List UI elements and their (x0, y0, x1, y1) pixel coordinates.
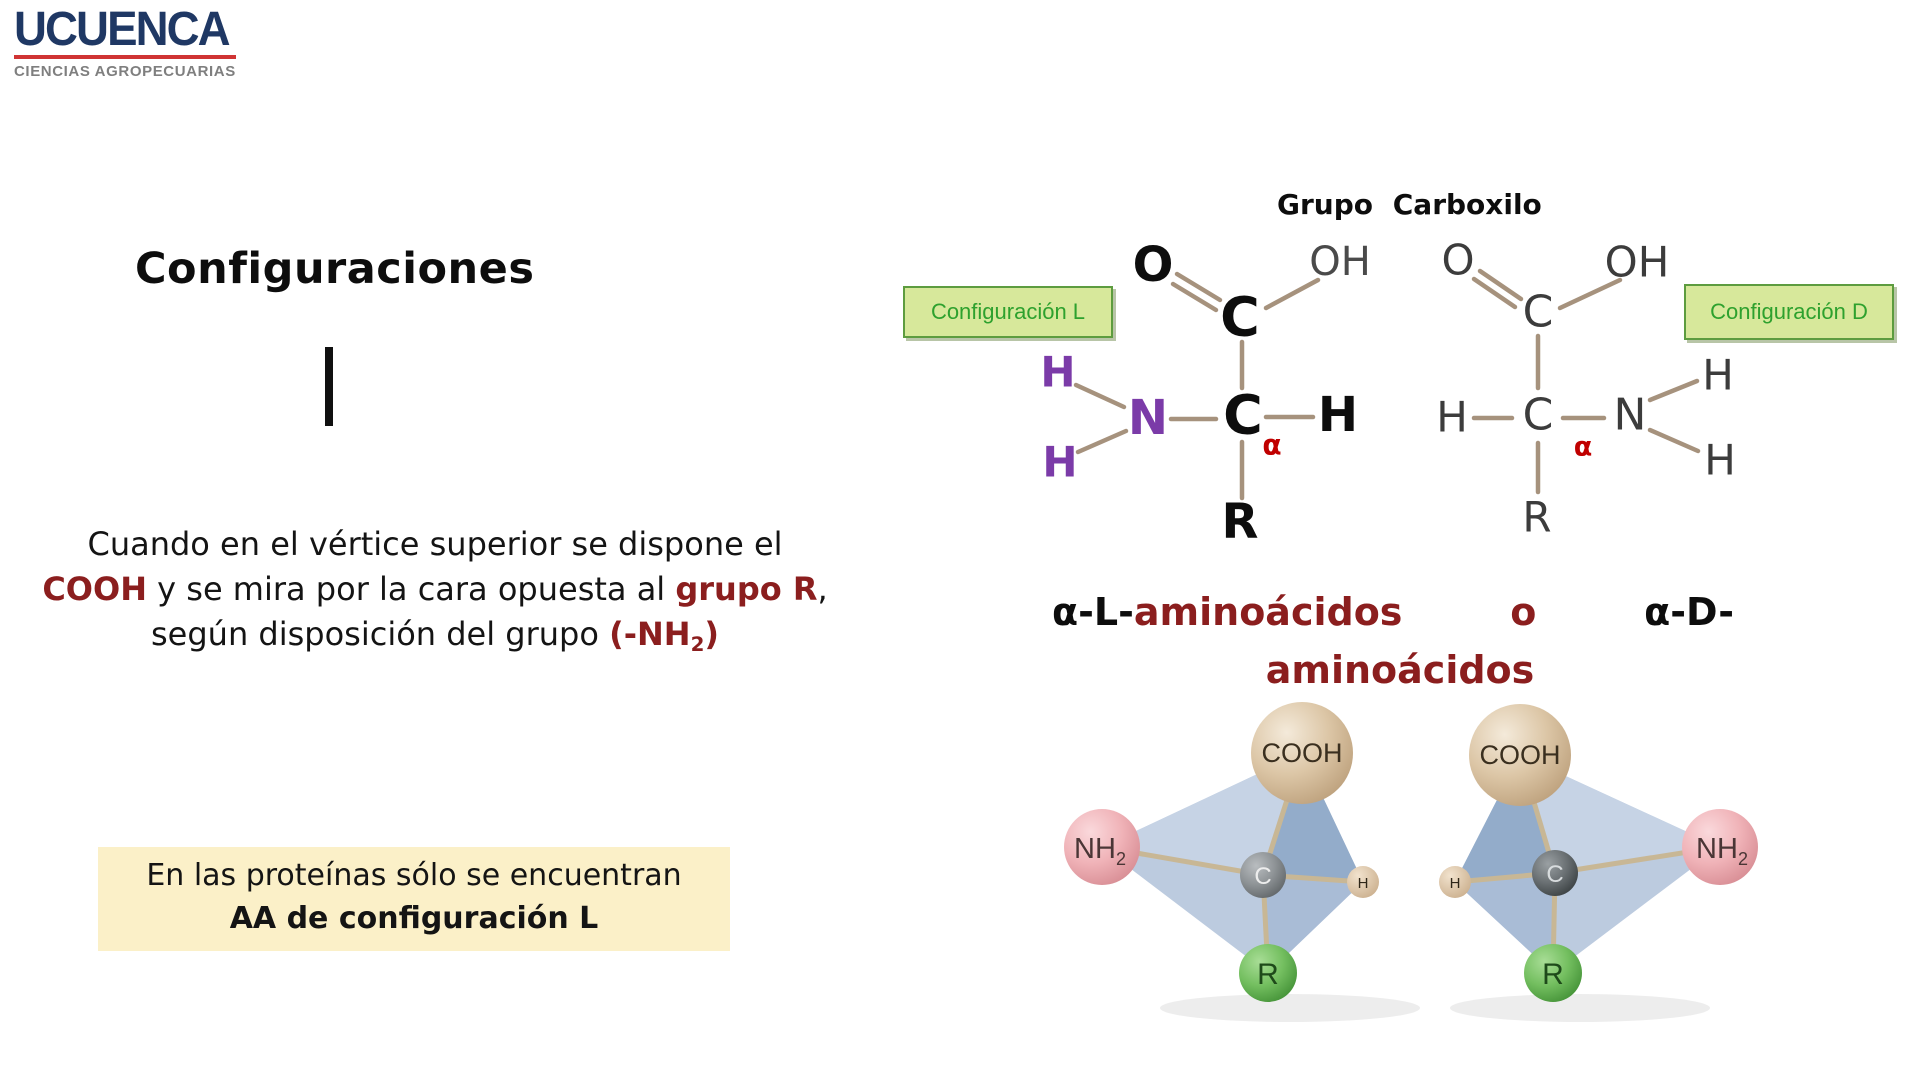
highlight-cooh: COOH (42, 570, 147, 608)
body-paragraph: Cuando en el vértice superior se dispone… (5, 522, 865, 667)
configuracion-d-box: Configuración D (1684, 284, 1894, 340)
paragraph-line1: Cuando en el vértice superior se dispone… (87, 525, 783, 563)
atom-h-left: H (1436, 392, 1468, 442)
model-shadow (1160, 994, 1420, 1022)
sphere-cooh (1469, 704, 1571, 806)
atom-c-carboxyl: C (1522, 286, 1554, 338)
logo-subtitle: CIENCIAS AGROPECUARIAS (14, 63, 236, 80)
tetrahedron-faces (1455, 755, 1720, 973)
atom-h-top: H (1040, 347, 1076, 397)
vertical-bar (325, 347, 333, 426)
alpha-label: α (1262, 428, 1282, 462)
atom-oh: OH (1604, 237, 1670, 287)
label-r: R (1542, 958, 1564, 991)
sphere-c (1532, 850, 1578, 896)
sphere-cooh (1251, 702, 1353, 804)
atom-c-alpha: C (1522, 389, 1554, 441)
note-line1: En las proteínas sólo se encuentran (146, 858, 682, 893)
caption-alpha-l: α-L-aminoácidos (1052, 590, 1403, 634)
structure-d-bonds (1471, 268, 1701, 495)
logo-title: UCUENCA (14, 3, 231, 56)
structure-l-bonds (1073, 271, 1321, 501)
caption-line2: aminoácidos (1265, 648, 1535, 692)
label-h: H (1450, 875, 1461, 892)
sphere-c (1240, 852, 1286, 898)
model-shadow (1450, 994, 1710, 1022)
atom-o: O (1132, 237, 1174, 293)
sphere-h (1347, 866, 1379, 898)
atom-h-bottom: H (1042, 437, 1078, 487)
atom-c-alpha: C (1223, 383, 1263, 447)
tetrahedron-model-l: COOH NH2 C H R (1064, 702, 1420, 1022)
label-c: C (1254, 863, 1271, 890)
caption-alpha-d: α-D- (1644, 590, 1734, 634)
sphere-nh2 (1682, 809, 1758, 885)
slide-title: Configuraciones (135, 244, 535, 294)
atom-h-top: H (1702, 350, 1734, 400)
structure-l-diagram: O OH C C α H N H H R (1020, 230, 1380, 560)
label-h: H (1358, 875, 1369, 892)
label-cooh: COOH (1480, 740, 1561, 770)
label-r: R (1257, 958, 1279, 991)
highlight-nh2: (-NH2) (609, 615, 719, 656)
caption-line1: α-L-aminoácidos o α-D- (1052, 590, 1734, 634)
logo-underline (14, 55, 236, 59)
atom-o: O (1441, 235, 1475, 285)
atom-h-bottom: H (1704, 435, 1736, 485)
note-box: En las proteínas sólo se encuentran AA d… (98, 847, 730, 951)
sphere-nh2 (1064, 809, 1140, 885)
configuracion-l-label: Configuración L (930, 299, 1086, 324)
label-c: C (1546, 861, 1563, 888)
atom-n: N (1127, 390, 1169, 446)
grupo-carboxilo-label: Grupo Carboxilo (1277, 188, 1542, 221)
label-nh2: NH2 (1074, 833, 1126, 869)
caption-o: o (1510, 590, 1537, 634)
atom-n: N (1613, 389, 1647, 441)
ucuenca-logo: UCUENCA CIENCIAS AGROPECUARIAS (14, 6, 240, 80)
atom-r: R (1522, 492, 1552, 542)
configuracion-l-box: Configuración L (903, 286, 1113, 338)
note-line2: AA de configuración L (229, 901, 599, 936)
tetrahedron-model-d: COOH NH2 C H R (1439, 704, 1758, 1022)
paragraph-line2: COOH y se mira por la cara opuesta al gr… (42, 570, 828, 608)
label-nh2: NH2 (1696, 833, 1748, 869)
atom-c-carboxyl: C (1220, 285, 1260, 349)
configuracion-d-label: Configuración D (1710, 299, 1868, 324)
label-cooh: COOH (1262, 738, 1343, 768)
atom-r: R (1221, 494, 1259, 550)
structure-d-diagram: O OH C C α H N H H R (1400, 230, 1780, 560)
highlight-grupo-r: grupo R (675, 570, 818, 608)
sphere-h (1439, 866, 1471, 898)
paragraph-line3: según disposición del grupo (-NH2) (150, 615, 719, 656)
alpha-label: α (1573, 431, 1593, 463)
atom-h-right: H (1317, 387, 1359, 443)
tetrahedron-faces (1102, 753, 1363, 973)
sphere-r (1524, 944, 1582, 1002)
atom-oh: OH (1309, 239, 1371, 285)
sphere-r (1239, 944, 1297, 1002)
